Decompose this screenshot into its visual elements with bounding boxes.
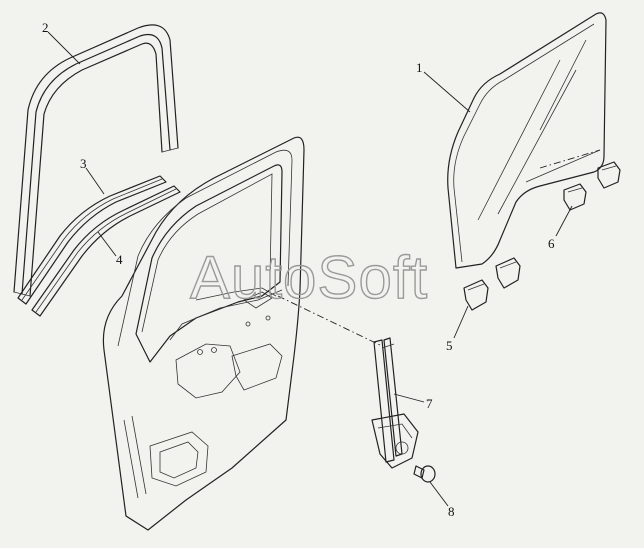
callout-4: 4 (116, 252, 123, 267)
glass-bracket-part-5 (463, 257, 521, 311)
door-glass-part-1 (447, 12, 607, 269)
callout-1: 1 (416, 60, 423, 75)
leader-7 (393, 393, 425, 403)
callout-5: 5 (446, 338, 453, 353)
belt-weatherstrip-part-4 (31, 185, 181, 317)
leader-6 (555, 205, 573, 237)
leader-1 (423, 71, 471, 113)
leader-8 (429, 481, 449, 507)
bolt-part-8 (413, 465, 436, 483)
callout-8: 8 (448, 504, 455, 519)
belt-weatherstrip-part-3 (17, 175, 167, 305)
glass-bracket-part-6 (539, 149, 621, 211)
watermark-text: AutoSoft (190, 244, 428, 311)
leader-5 (453, 305, 469, 339)
leader-4 (97, 231, 117, 257)
leader-2 (47, 31, 81, 65)
door-inner-panel (102, 136, 305, 531)
assembly-line (277, 295, 383, 347)
leader-3 (85, 167, 105, 195)
callout-3: 3 (80, 156, 87, 171)
callout-7: 7 (426, 396, 433, 411)
callout-2: 2 (42, 20, 49, 35)
callout-6: 6 (548, 236, 555, 251)
window-regulator-part-7 (371, 337, 419, 469)
glass-run-channel-part-2 (13, 24, 179, 297)
